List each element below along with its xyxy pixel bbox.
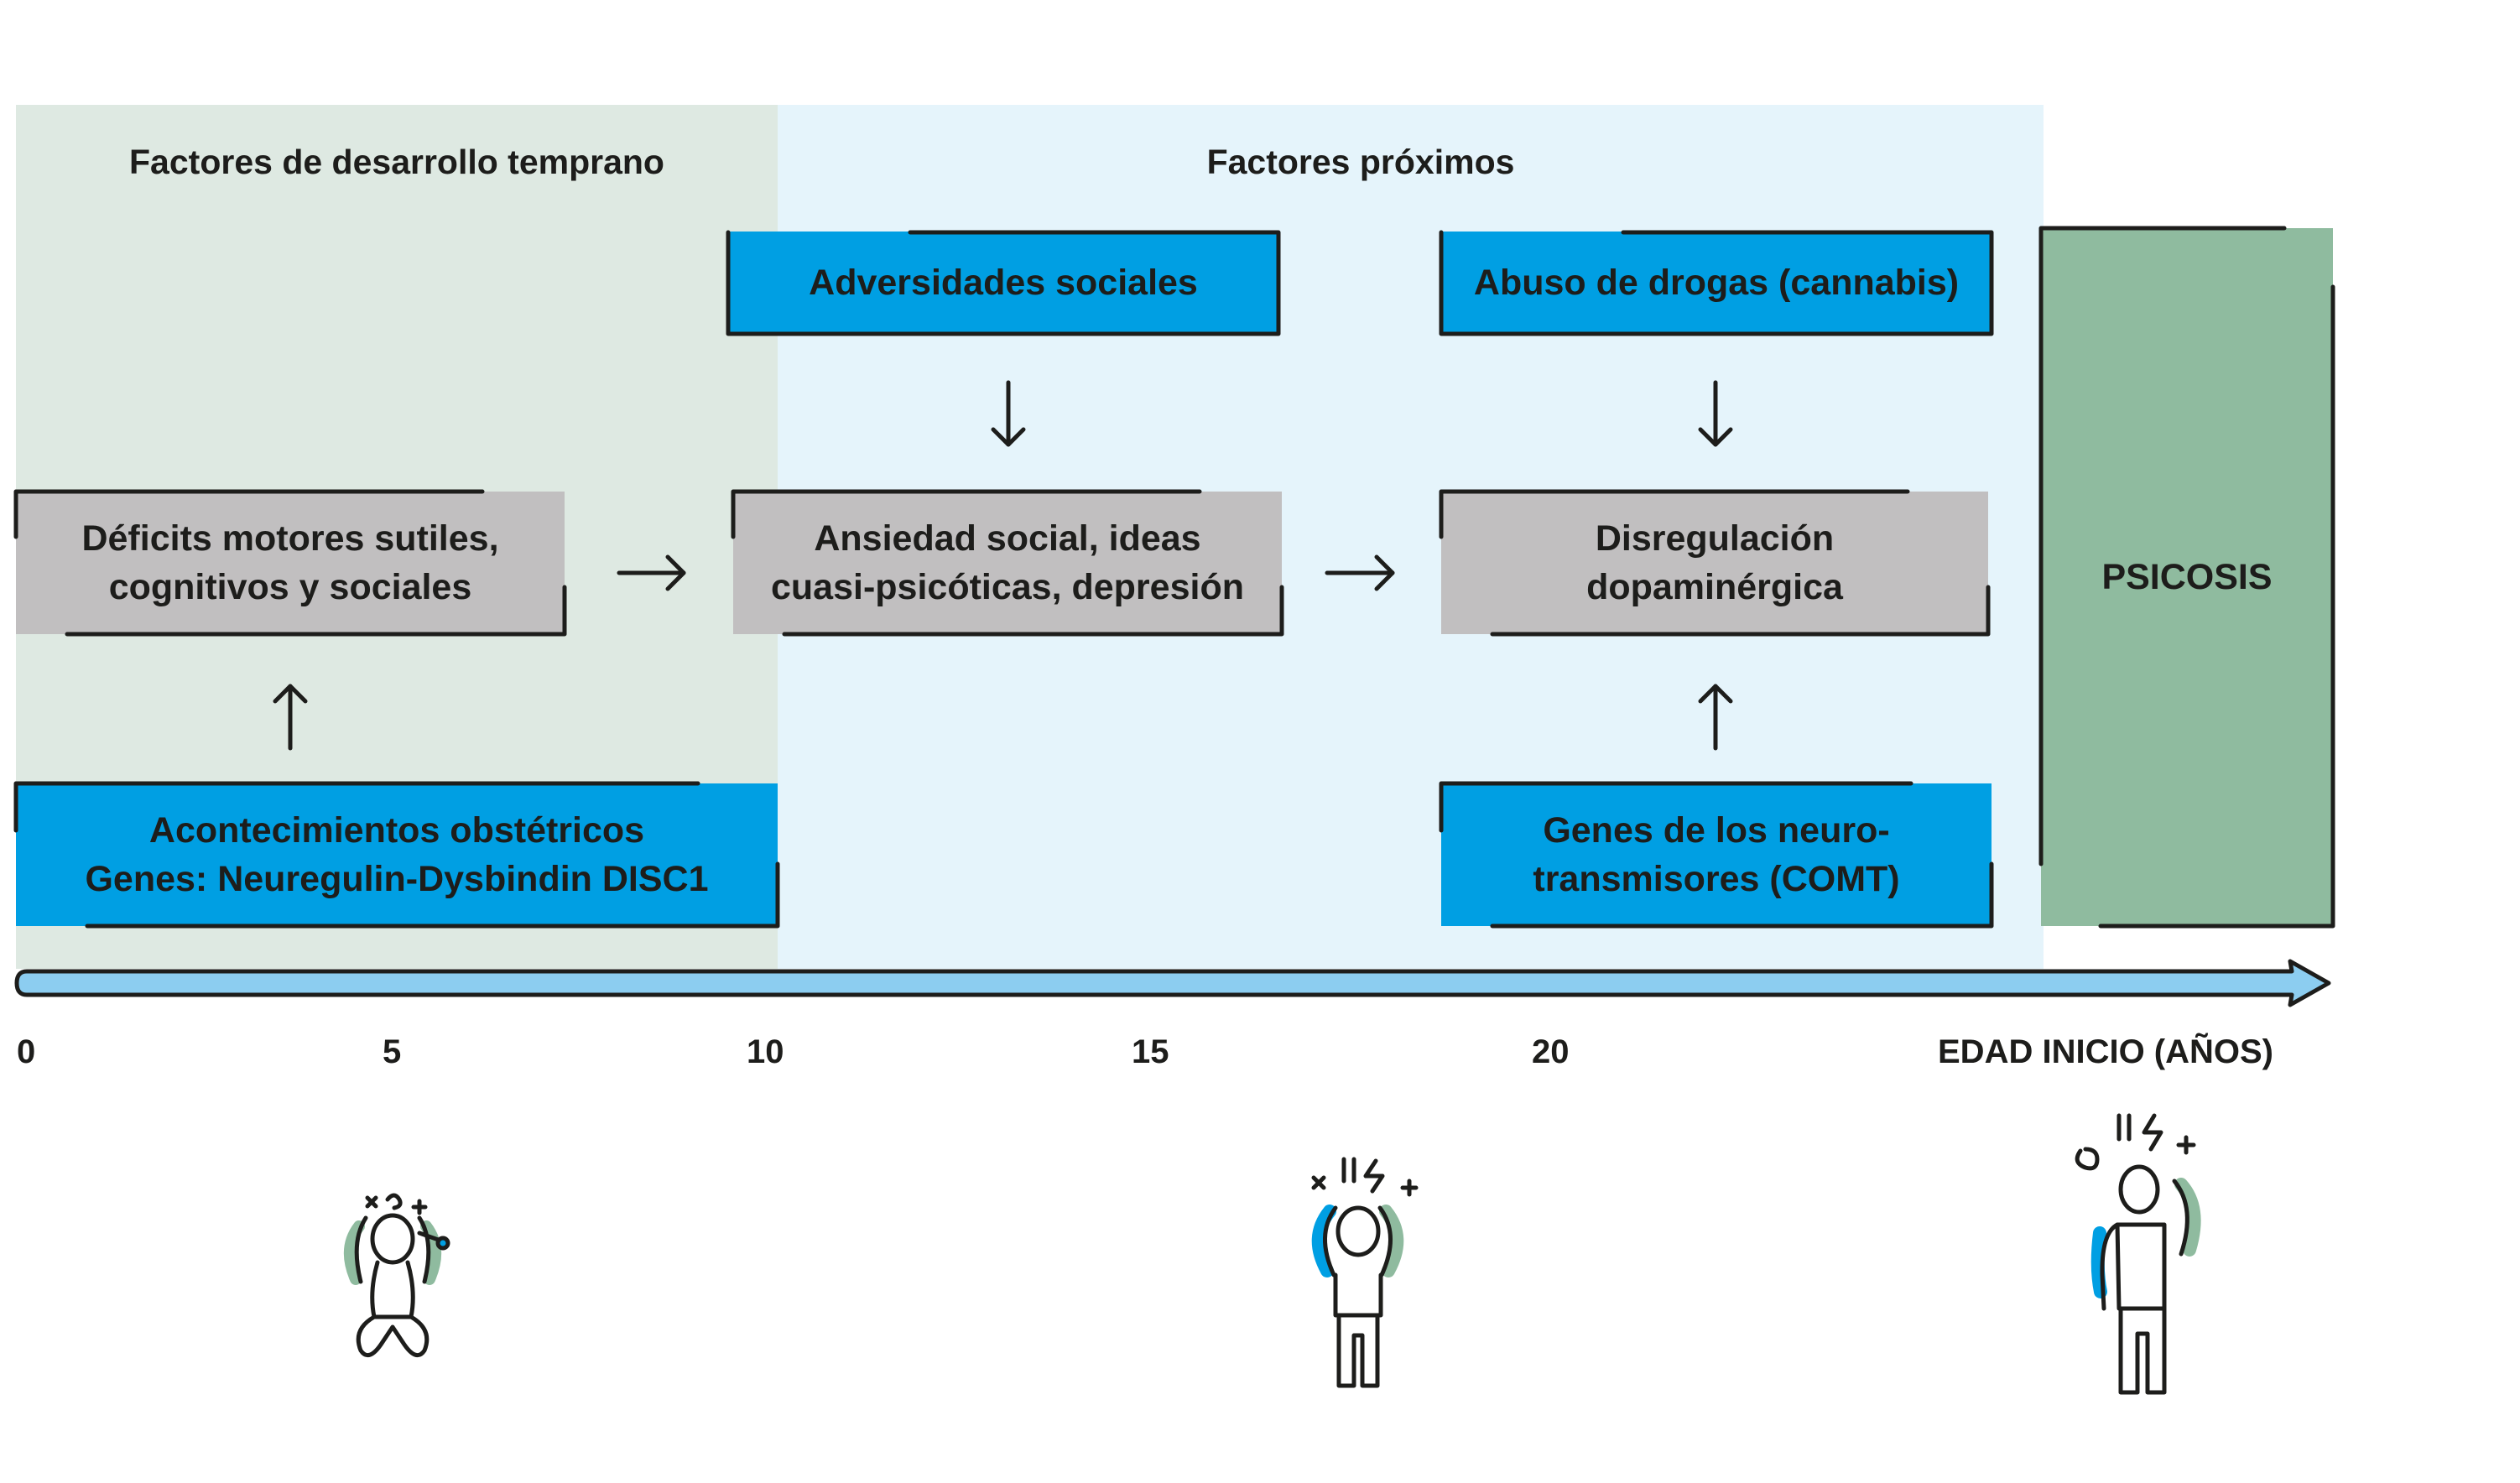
arrow-down-adversidades <box>991 380 1026 447</box>
arrow-right-ansiedad <box>1325 554 1395 591</box>
tick-20: 20 <box>1532 1033 1570 1070</box>
psicosis-box: PSICOSIS <box>2041 228 2333 926</box>
adversidades-sociales-box: Adversidades sociales <box>728 232 1278 334</box>
adversidades-sociales-label: Adversidades sociales <box>809 263 1198 303</box>
early-factors-title: Factores de desarrollo temprano <box>129 143 664 181</box>
ansiedad-label: Ansiedad social, ideas cuasi-psicóticas,… <box>771 518 1244 607</box>
deficits-box: Déficits motores sutiles, cognitivos y s… <box>16 492 565 634</box>
arrow-up-acontecimientos <box>273 684 308 751</box>
disregulacion-box: Disregulación dopaminérgica <box>1441 492 1988 634</box>
deficits-box-outline <box>13 489 567 637</box>
tick-10: 10 <box>747 1033 784 1070</box>
baby-icon <box>343 1193 450 1358</box>
abuso-drogas-label: Abuso de drogas (cannabis) <box>1473 263 1960 303</box>
tick-0: 0 <box>17 1033 36 1070</box>
abuso-box-outline <box>1439 230 1994 336</box>
adversidades-box-outline <box>726 230 1281 336</box>
stressed-teen-icon <box>1311 1157 1419 1388</box>
arrow-up-genes <box>1698 684 1733 751</box>
ansiedad-box: Ansiedad social, ideas cuasi-psicóticas,… <box>733 492 1282 634</box>
genes-box-outline <box>1439 781 1994 929</box>
tick-15: 15 <box>1132 1033 1169 1070</box>
abuso-drogas-box: Abuso de drogas (cannabis) <box>1441 232 1992 334</box>
genes-neurotransmisores-label: Genes de los neuro- transmisores (COMT) <box>1533 810 1900 899</box>
psicosis-box-outline <box>2038 226 2335 929</box>
tick-5: 5 <box>383 1033 402 1070</box>
genes-neurotransmisores-box: Genes de los neuro- transmisores (COMT) <box>1441 783 1992 926</box>
proximal-factors-title: Factores próximos <box>1206 143 1515 181</box>
timeline-arrow <box>14 959 2331 1007</box>
axis-label: EDAD INICIO (AÑOS) <box>1938 1033 2273 1070</box>
deficits-label: Déficits motores sutiles, cognitivos y s… <box>81 518 499 607</box>
arrow-right-deficits <box>617 554 686 591</box>
psicosis-label: PSICOSIS <box>2101 557 2273 597</box>
disregulacion-box-outline <box>1439 489 1991 637</box>
stressed-adult-icon <box>2075 1113 2201 1395</box>
acontecimientos-box: Acontecimientos obstétricos Genes: Neure… <box>16 783 778 926</box>
acontecimientos-label: Acontecimientos obstétricos Genes: Neure… <box>85 810 709 899</box>
disregulacion-label: Disregulación dopaminérgica <box>1586 518 1843 607</box>
acontecimientos-box-outline <box>13 781 780 929</box>
ansiedad-box-outline <box>731 489 1284 637</box>
arrow-down-abuso <box>1698 380 1733 447</box>
